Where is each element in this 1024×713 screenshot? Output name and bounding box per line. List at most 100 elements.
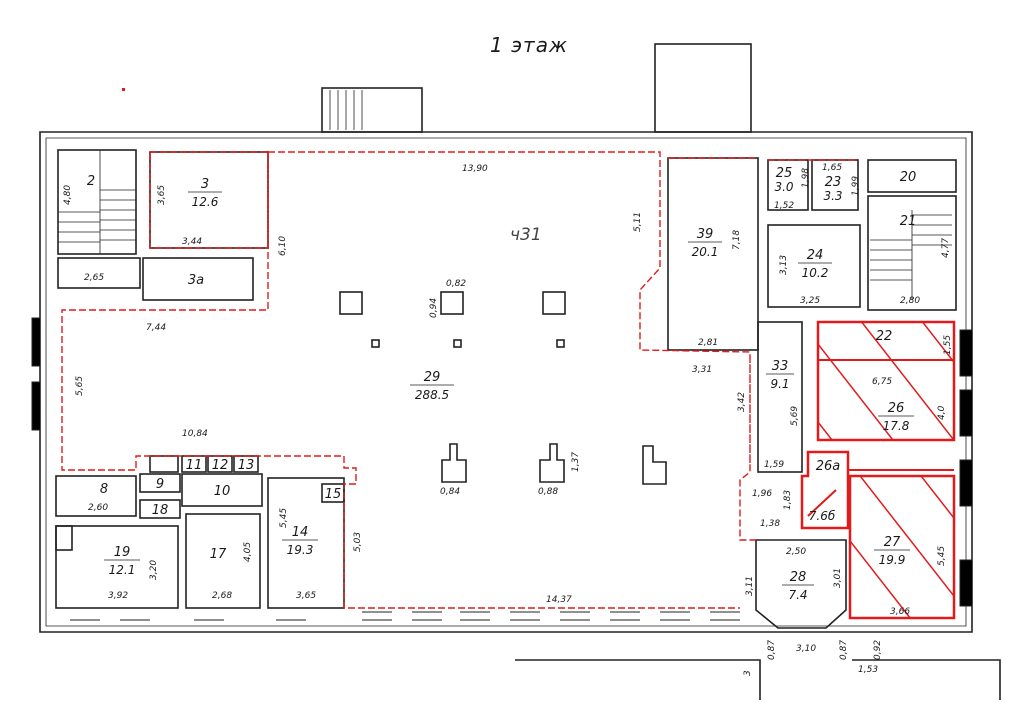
dim-label: 5,11 <box>633 212 643 232</box>
dim-label: 1,53 <box>858 665 878 675</box>
room-25-number: 25 <box>776 166 793 181</box>
dim-label: 5,69 <box>790 406 800 426</box>
room-22-26-hatch <box>816 320 956 442</box>
dim-label: 4,77 <box>941 238 951 258</box>
dim-label: 2,60 <box>88 503 108 513</box>
dim-label: 2,68 <box>212 591 232 601</box>
dim-label: 3,66 <box>890 607 910 617</box>
dim-label: 1,59 <box>764 460 784 470</box>
dim-label: 3,13 <box>779 255 789 275</box>
walls <box>39 43 1001 700</box>
dim-label: 3,01 <box>833 568 843 588</box>
dim-label: 0,82 <box>446 279 466 289</box>
room-17-number: 17 <box>210 547 227 562</box>
room-39-number: 39 <box>697 227 714 242</box>
dim-label: 3,65 <box>296 591 316 601</box>
zone-label: ч31 <box>510 225 542 245</box>
dim-label: 1,37 <box>571 452 581 472</box>
room-3a-number: 3а <box>188 273 204 288</box>
dim-label: 3,10 <box>796 644 816 654</box>
room-24-area: 10.2 <box>802 266 829 280</box>
windows <box>31 317 972 621</box>
dim-label: 3 <box>743 670 753 676</box>
dim-label: 6,75 <box>872 377 892 387</box>
dim-label: 5,65 <box>75 376 85 396</box>
room-8-number: 8 <box>100 482 108 497</box>
room-33-area: 9.1 <box>770 377 789 391</box>
hall-outline <box>61 151 858 609</box>
room-26a-outline <box>800 450 850 530</box>
room-3-area: 12.6 <box>192 195 219 209</box>
dim-label: 2,50 <box>786 547 806 557</box>
room-24-number: 24 <box>807 248 824 263</box>
dim-label: 1,55 <box>943 335 953 355</box>
dimension-labels: 4,80 2,65 3,65 3,44 6,10 13,90 5,11 7,18… <box>63 163 953 676</box>
room-26a-number: 26а <box>816 459 841 474</box>
room-27-hatch <box>848 474 956 620</box>
dim-label: 0,88 <box>538 487 558 497</box>
room-15-number: 15 <box>325 487 342 502</box>
room-26-area: 17.8 <box>883 419 910 433</box>
dim-label: 2,81 <box>698 338 718 348</box>
dim-label: 3,65 <box>157 185 167 205</box>
room-19-number: 19 <box>114 545 131 560</box>
dim-label: 4,05 <box>243 542 253 562</box>
dim-label: 5,45 <box>279 508 289 528</box>
room-10-number: 10 <box>214 484 231 499</box>
room-23-number: 23 <box>825 175 842 190</box>
dim-label: 0,94 <box>429 298 439 318</box>
dim-label: 1,52 <box>774 201 794 211</box>
room-26a-area: 7.6б <box>809 509 836 523</box>
dim-label: 3,42 <box>737 392 747 412</box>
room-21-number: 21 <box>900 214 917 229</box>
dim-label: 1,65 <box>822 163 842 173</box>
dim-label: 5,45 <box>937 546 947 566</box>
room-19-area: 12.1 <box>109 563 136 577</box>
room-13-number: 13 <box>238 458 255 473</box>
room-20-number: 20 <box>900 170 917 185</box>
dim-label: 3,44 <box>182 237 202 247</box>
dim-label: 1,98 <box>801 168 811 188</box>
room-26-number: 26 <box>888 401 905 416</box>
room-14-area: 19.3 <box>287 543 314 557</box>
dim-label: 3,25 <box>800 296 820 306</box>
dim-label: 5,03 <box>353 532 363 552</box>
room-29-number: 29 <box>424 370 441 385</box>
dim-label: 1,96 <box>752 489 772 499</box>
dim-label: 1,99 <box>851 176 861 196</box>
dim-label: 3,11 <box>745 576 755 596</box>
room-29-area: 288.5 <box>415 388 449 402</box>
dim-label: 0,87 <box>767 640 777 660</box>
dim-label: 0,87 <box>839 640 849 660</box>
room-28-number: 28 <box>790 570 807 585</box>
dim-label: 4,80 <box>63 185 73 205</box>
room-39-area: 20.1 <box>692 245 719 259</box>
room-9-number: 9 <box>156 477 164 492</box>
room-12-number: 12 <box>212 458 229 473</box>
dim-label: 1,83 <box>783 490 793 510</box>
room-28-area: 7.4 <box>788 588 807 602</box>
hatched-rooms <box>800 320 956 620</box>
room-23-area: 3.3 <box>823 189 842 203</box>
dim-label: 10,84 <box>182 429 208 439</box>
dim-label: 2,80 <box>900 296 920 306</box>
dim-label: 0,84 <box>440 487 460 497</box>
red-marker <box>122 88 125 91</box>
room-18-number: 18 <box>152 503 169 518</box>
room-11-number: 11 <box>186 458 203 473</box>
dim-label: 2,65 <box>84 273 104 283</box>
room-22-number: 22 <box>876 329 893 344</box>
room-14-number: 14 <box>292 525 309 540</box>
dim-label: 3,92 <box>108 591 128 601</box>
dim-label: 14,37 <box>546 595 572 605</box>
dim-label: 4,0 <box>937 405 947 420</box>
room-27-number: 27 <box>884 535 901 550</box>
room-27-area: 19.9 <box>879 553 906 567</box>
dim-label: 13,90 <box>462 164 488 174</box>
dim-label: 3,31 <box>692 365 712 375</box>
room-2-number: 2 <box>87 174 95 189</box>
room-33-number: 33 <box>772 359 789 374</box>
room-3-number: 3 <box>201 177 209 192</box>
dim-label: 1,38 <box>760 519 780 529</box>
